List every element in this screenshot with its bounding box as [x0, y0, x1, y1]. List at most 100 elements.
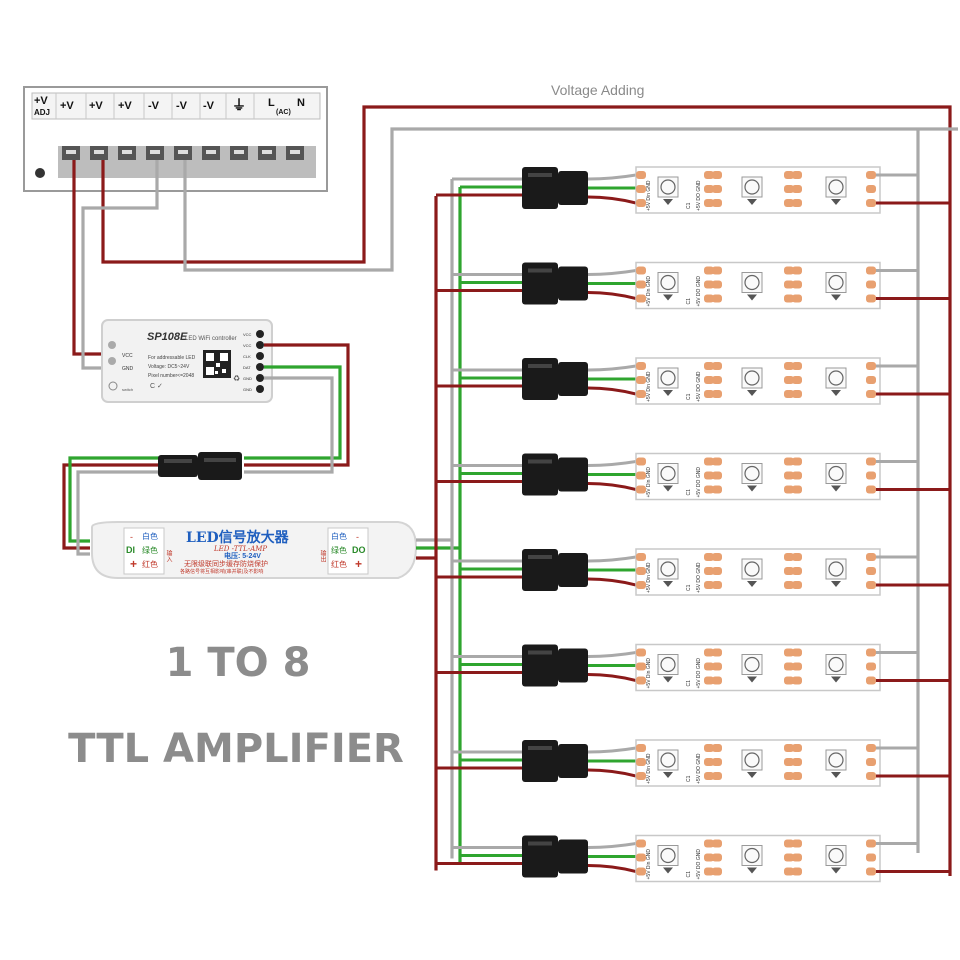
led-lens	[828, 274, 844, 291]
arrow-icon	[747, 581, 757, 587]
led-lens	[744, 179, 760, 195]
solder-pad	[866, 853, 876, 862]
solder-pad	[792, 648, 802, 657]
led-lens	[660, 370, 676, 386]
solder-pad	[712, 853, 722, 862]
strip-pad-label: +5V Din GND	[646, 562, 652, 593]
solder-pad	[704, 266, 714, 275]
connector-ridge	[528, 746, 552, 750]
controller-pin-label-6: GND	[243, 387, 252, 392]
psu-label-vplus-1: +V	[60, 100, 74, 112]
solder-pad	[636, 362, 646, 370]
led-lens	[744, 561, 760, 577]
connector-ridge	[528, 650, 552, 655]
solder-pad	[704, 294, 714, 303]
connector-ridge	[528, 173, 552, 177]
solder-pad	[712, 185, 722, 193]
wire-red-strip	[587, 768, 637, 778]
solder-pad	[866, 839, 876, 848]
arrow-icon	[663, 867, 673, 874]
controller-switch-button[interactable]	[108, 381, 118, 391]
arrow-icon	[831, 390, 841, 396]
strip-pad-label: +5V Din GND	[646, 180, 652, 211]
solder-pad	[636, 185, 646, 193]
psu-label-vminus-2: -V	[176, 100, 188, 112]
arrow-icon	[747, 772, 757, 778]
led-lens	[660, 561, 676, 577]
wire-red-strip	[587, 482, 637, 491]
solder-pad	[636, 294, 646, 303]
solder-pad	[792, 772, 802, 780]
solder-pad	[866, 471, 876, 480]
solder-pad	[784, 280, 794, 289]
psu-adjust-knob-icon	[35, 168, 45, 178]
solder-pad	[704, 362, 714, 370]
strip-pad-label: +5V Din GND	[646, 658, 652, 689]
solder-pad	[636, 581, 646, 589]
strip-cap-label: C1	[686, 393, 692, 400]
jst-connector-male	[558, 171, 588, 205]
jst-connector-female	[522, 644, 558, 687]
solder-pad	[866, 553, 876, 561]
solder-pad	[866, 567, 876, 575]
solder-pad	[704, 758, 714, 766]
solder-pad	[636, 553, 646, 561]
solder-pad	[792, 376, 802, 384]
controller-model: SP108E	[147, 331, 188, 343]
caption-line-2: TTL AMPLIFIER	[68, 726, 404, 772]
strip-pad-label-out: +5V DO GND	[696, 562, 702, 593]
strip-pad-label: +5V Din GND	[646, 849, 652, 880]
arrow-icon	[831, 581, 841, 587]
strip-pad-label: +5V Din GND	[646, 753, 652, 784]
solder-pad	[784, 758, 794, 766]
psu-label-ac: (AC)	[276, 109, 291, 116]
controller-info-1: For addressable LED	[148, 355, 196, 361]
solder-pad	[636, 567, 646, 575]
solder-pad	[704, 376, 714, 384]
solder-pad	[636, 839, 646, 848]
psu-label-adj-bottom: ADJ	[34, 108, 50, 117]
solder-pad	[636, 457, 646, 466]
arrow-icon	[747, 199, 757, 205]
wire-red-strip	[587, 673, 637, 682]
wire-grey-strip	[587, 555, 637, 563]
solder-pad	[636, 280, 646, 289]
solder-pad	[866, 676, 876, 685]
controller-pin-label-2: VCC	[243, 343, 252, 348]
solder-pad	[784, 266, 794, 275]
caption-line-1: 1 TO 8	[166, 640, 311, 686]
solder-pad	[712, 744, 722, 752]
arrow-icon	[663, 772, 673, 778]
solder-pad	[866, 457, 876, 466]
solder-pad	[784, 648, 794, 657]
amp-voltage: 电压: 5-24V	[224, 551, 261, 560]
jst-connector-male	[558, 744, 588, 778]
solder-pad	[712, 199, 722, 207]
solder-pad	[704, 744, 714, 752]
solder-pad	[704, 867, 714, 876]
wire-grey-strip	[587, 364, 637, 372]
solder-pad	[792, 567, 802, 575]
solder-pad	[792, 266, 802, 275]
solder-pad	[704, 199, 714, 207]
connector-ridge	[528, 268, 552, 273]
solder-pad	[704, 171, 714, 179]
controller-pin-label-5: GND	[243, 376, 252, 381]
solder-pad	[784, 376, 794, 384]
strip-pad-label-out: +5V DO GND	[696, 276, 702, 307]
arrow-icon	[747, 390, 757, 396]
solder-pad	[792, 676, 802, 685]
solder-pad	[784, 471, 794, 480]
jst-connector-male	[558, 266, 588, 301]
solder-pad	[784, 662, 794, 671]
solder-pad	[784, 676, 794, 685]
solder-pad	[712, 676, 722, 685]
wire-grey-strip	[587, 173, 637, 181]
solder-pad	[636, 772, 646, 780]
strip-pad-label: +5V Din GND	[646, 276, 652, 307]
strip-pad-label-out: +5V DO GND	[696, 849, 702, 880]
strip-cap-label: C1	[686, 775, 692, 782]
strip-cap-label: C1	[686, 584, 692, 591]
